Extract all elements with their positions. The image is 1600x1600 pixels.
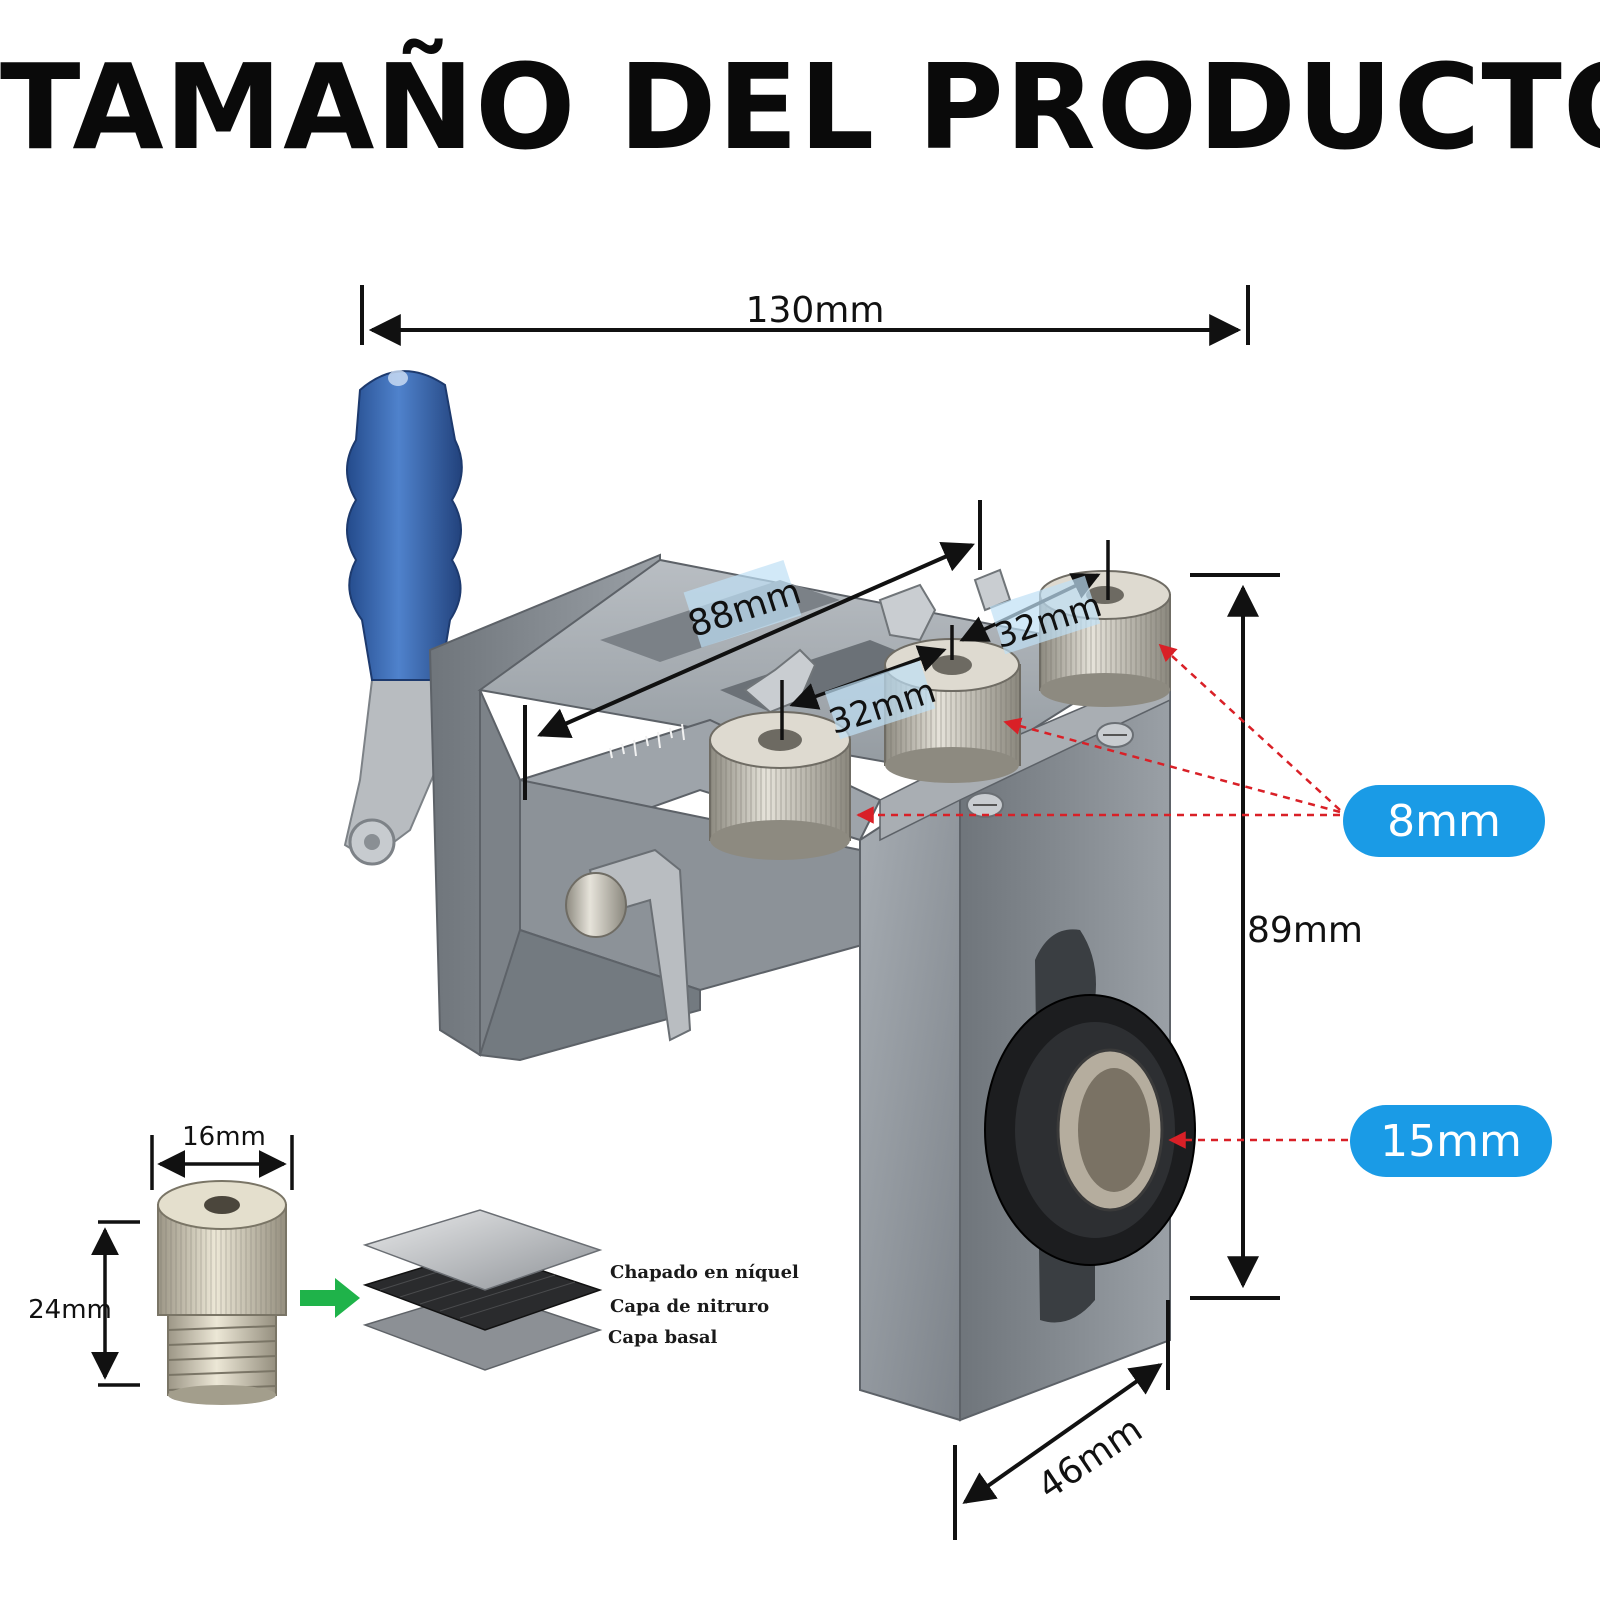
dim-88-label-bg	[683, 560, 802, 648]
green-arrow-icon	[300, 1278, 360, 1318]
dim-24	[91, 1220, 140, 1387]
dim-89	[1190, 573, 1280, 1300]
badge-8mm-text: 8mm	[1387, 796, 1501, 847]
dim-label-16: 16mm	[182, 1122, 266, 1152]
small-bushing	[157, 1180, 287, 1405]
blue-grip-handle	[346, 370, 463, 681]
dim-label-89: 89mm	[1247, 910, 1363, 951]
layer-label-basal: Capa basal	[608, 1327, 718, 1348]
drill-guide-back	[1039, 570, 1171, 707]
dim-32b-label-bg	[989, 575, 1101, 655]
badge-8mm: 8mm	[1343, 785, 1545, 857]
dim-46	[953, 1300, 1170, 1540]
dim-88	[523, 500, 982, 800]
badge-15mm-text: 15mm	[1380, 1116, 1522, 1167]
dim-130	[360, 285, 1250, 346]
dim-label-130: 130mm	[746, 290, 885, 331]
dim-16	[150, 1135, 294, 1190]
dim-label-46: 46mm	[1031, 1409, 1150, 1508]
page-title: TAMAÑO DEL PRODUCTO	[0, 38, 1600, 176]
drill-guide-front	[709, 711, 851, 860]
large-bushing-ring	[984, 994, 1196, 1266]
dim-32-a	[780, 625, 954, 740]
badge-15mm: 15mm	[1350, 1105, 1552, 1177]
dim-label-24: 24mm	[28, 1295, 112, 1325]
layer-label-nickel: Chapado en níquel	[610, 1262, 799, 1283]
coating-layers-diagram	[362, 1209, 603, 1371]
layer-label-nitride: Capa de nitruro	[610, 1296, 769, 1317]
dim-32a-label-bg	[824, 660, 936, 740]
layer-nickel	[362, 1209, 603, 1291]
callout-arrows-8mm	[856, 643, 1341, 824]
